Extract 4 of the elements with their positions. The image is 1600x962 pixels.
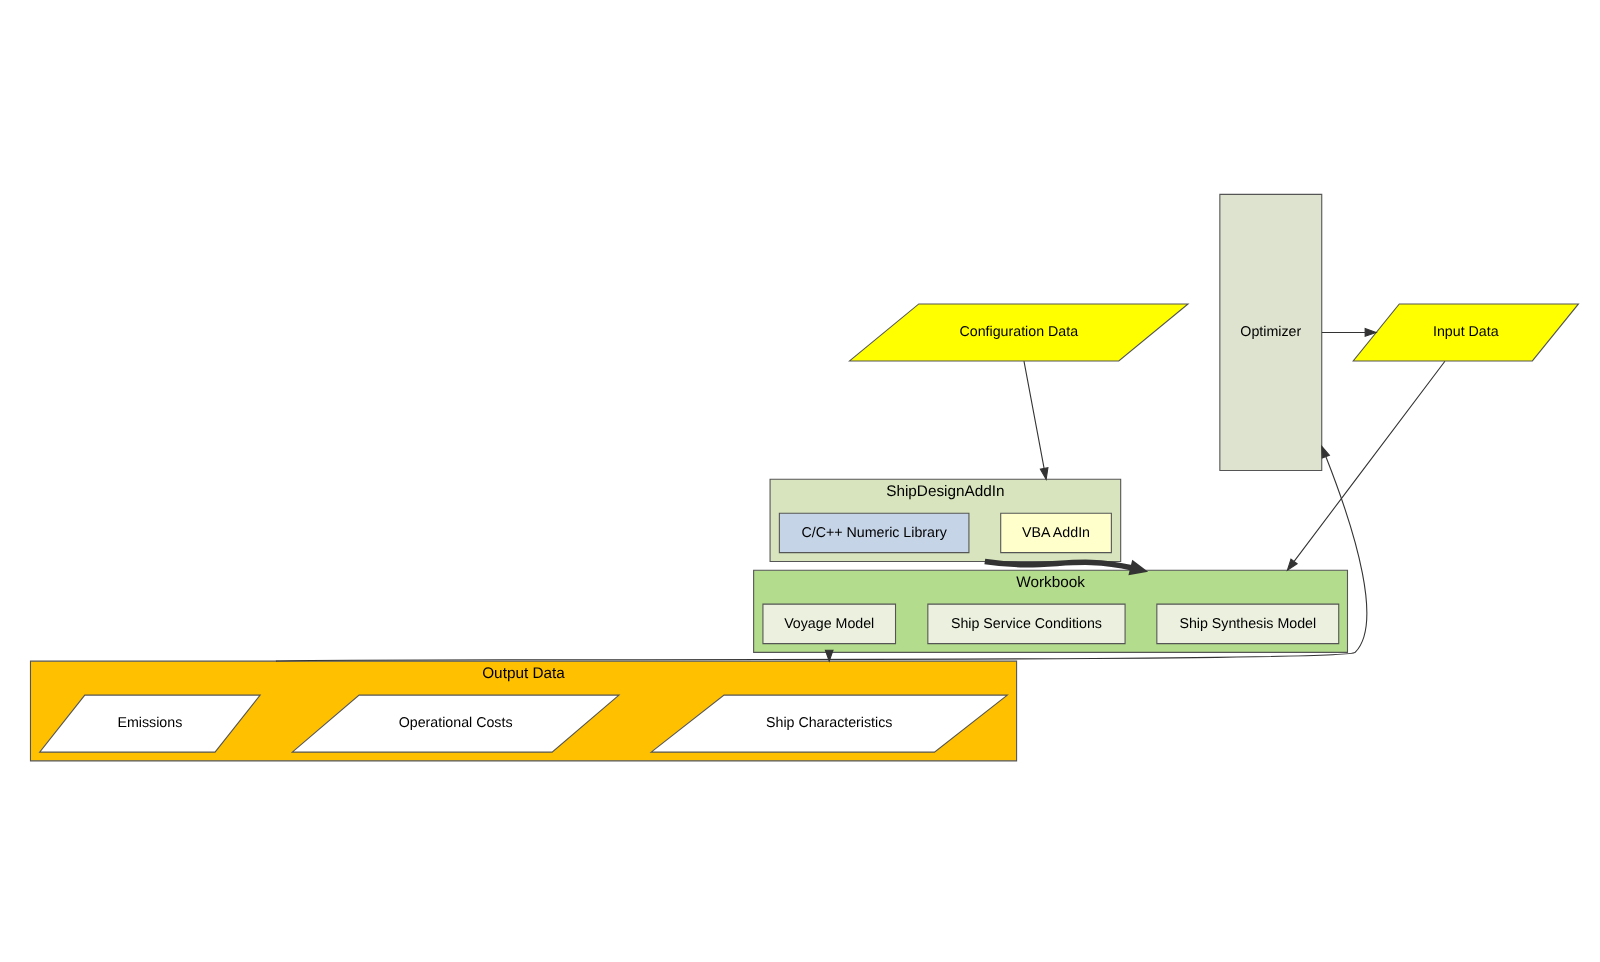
arrow bbox=[1321, 326, 1378, 337]
arrow bbox=[1023, 359, 1049, 480]
arrow bbox=[984, 557, 1149, 575]
arrow bbox=[1286, 359, 1446, 571]
